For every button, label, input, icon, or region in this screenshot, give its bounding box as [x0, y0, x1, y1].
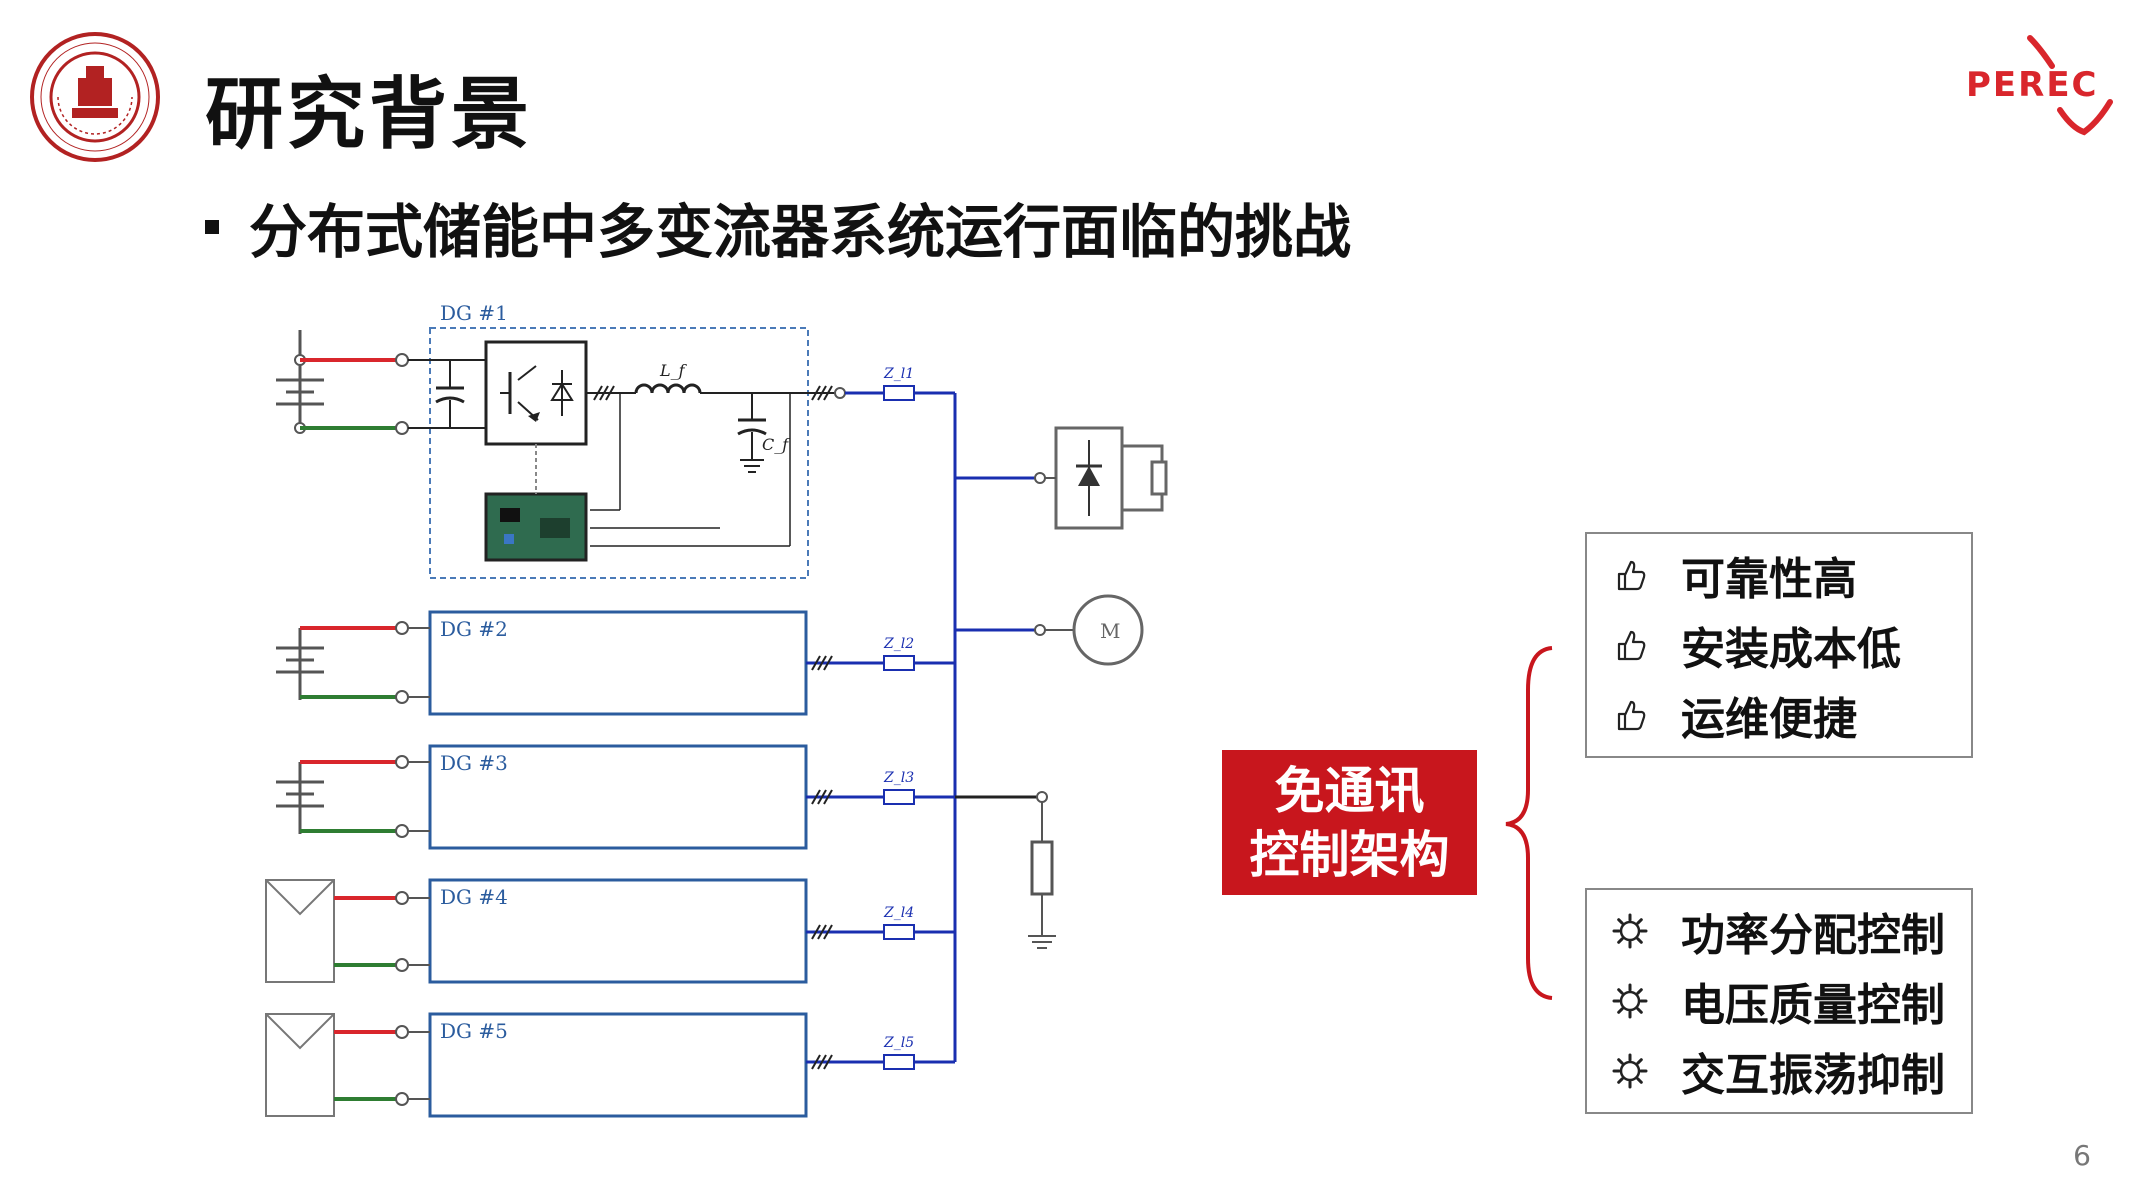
- dg3-branch: DG #3 Z_l3: [274, 744, 955, 850]
- impedance-label-5: Z_l5: [883, 1035, 914, 1051]
- page-title: 研究背景: [205, 70, 534, 160]
- perec-logo: PEREC: [1966, 35, 2113, 136]
- functions-box: 功率分配控制 电压质量控制 交互振荡抑制: [1585, 888, 1973, 1114]
- impedance-label-2: Z_l2: [883, 636, 914, 652]
- list-item: 电压质量控制: [1587, 966, 1971, 1036]
- subtitle-text: 分布式储能中多变流器系统运行面临的挑战: [249, 198, 1352, 266]
- dg2-branch: DG #2 Z_l2: [274, 610, 955, 716]
- impedance-label-3: Z_l3: [883, 770, 914, 786]
- function-label: 电压质量控制: [1681, 980, 1945, 1031]
- controller-board: [484, 492, 588, 562]
- impedance-label-1: Z_l1: [883, 366, 914, 382]
- dg2-label: DG #2: [440, 617, 508, 641]
- gear-icon: [1609, 1050, 1651, 1092]
- thumbs-up-icon: [1609, 694, 1651, 736]
- dg3-label: DG #3: [440, 751, 508, 775]
- impedance-label-4: Z_l4: [883, 905, 914, 921]
- advantages-box: 可靠性高 安装成本低 运维便捷: [1585, 532, 1973, 758]
- gear-icon: [1609, 980, 1651, 1022]
- dg5-branch: DG #5 Z_l5: [265, 1012, 955, 1118]
- list-item: 安装成本低: [1587, 610, 1971, 680]
- bullet-marker: [205, 220, 219, 234]
- resistive-load: [955, 791, 1056, 949]
- red-box-line-2: 控制架构: [1249, 825, 1450, 884]
- dg1-enclosure: [429, 327, 809, 579]
- dg4-branch: DG #4 Z_l4: [265, 878, 955, 984]
- red-box-line-1: 免通讯: [1274, 761, 1425, 820]
- dg4-label: DG #4: [440, 885, 508, 909]
- advantage-label: 安装成本低: [1681, 624, 1901, 675]
- function-label: 功率分配控制: [1681, 910, 1945, 961]
- motor-label: M: [1100, 619, 1120, 643]
- inductor-label: L_f: [659, 361, 688, 380]
- list-item: 可靠性高: [1587, 540, 1971, 610]
- svg-text:PEREC: PEREC: [1966, 65, 2099, 105]
- capacitor-label: C_f: [762, 435, 791, 454]
- gear-icon: [1609, 910, 1651, 952]
- motor-load: M: [955, 594, 1144, 666]
- thumbs-up-icon: [1609, 624, 1651, 666]
- curly-brace: [1505, 646, 1553, 1000]
- solar-panel-icon: [265, 1013, 335, 1117]
- function-label: 交互振荡抑制: [1681, 1050, 1945, 1101]
- list-item: 交互振荡抑制: [1587, 1036, 1971, 1106]
- dg1-label: DG #1: [440, 301, 508, 325]
- solar-panel-icon: [265, 879, 335, 983]
- university-seal-logo: [30, 32, 160, 162]
- dg5-label: DG #5: [440, 1019, 508, 1043]
- list-item: 功率分配控制: [1587, 896, 1971, 966]
- communication-free-control-box: 免通讯 控制架构: [1222, 750, 1477, 895]
- subtitle-bullet: 分布式储能中多变流器系统运行面临的挑战: [205, 185, 1351, 269]
- advantage-label: 可靠性高: [1681, 554, 1857, 605]
- rectifier-load: [955, 426, 1168, 530]
- advantage-label: 运维便捷: [1681, 694, 1857, 745]
- list-item: 运维便捷: [1587, 680, 1971, 750]
- thumbs-up-icon: [1609, 554, 1651, 596]
- page-number: 6: [2073, 1139, 2091, 1172]
